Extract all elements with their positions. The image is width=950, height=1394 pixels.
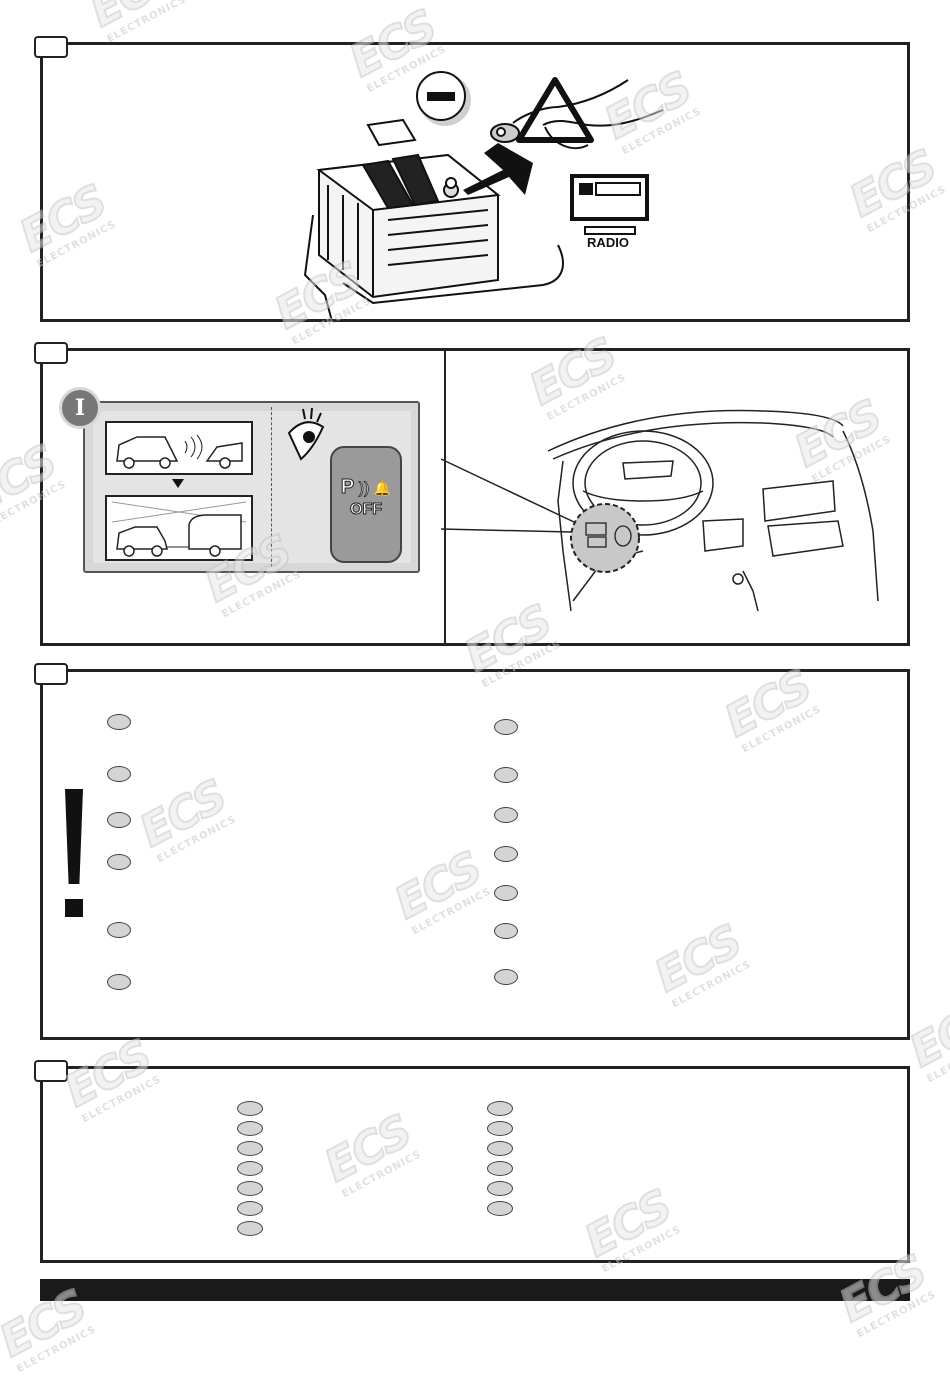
list-bullet [237, 1141, 263, 1156]
car-beeping-icon [116, 434, 243, 469]
info-badge-label: I [74, 395, 86, 421]
parking-off-label: OFF [350, 501, 383, 519]
list-bullet [237, 1161, 263, 1176]
battery-icon [303, 118, 564, 319]
list-bullet [107, 812, 131, 828]
dashboard-illustration [440, 409, 879, 612]
list-bullet [237, 1221, 263, 1236]
panel-warnings [40, 669, 910, 1040]
list-bullet [494, 767, 518, 783]
car-sensor-box [105, 421, 253, 475]
list-bullet [494, 807, 518, 823]
list-bullet [487, 1121, 513, 1136]
list-bullet [487, 1161, 513, 1176]
eye-icon [287, 407, 325, 461]
list-bullet [494, 885, 518, 901]
bell-icon: 🔔 [373, 480, 392, 497]
list-bullet [107, 974, 131, 990]
highlight-circle [570, 503, 640, 573]
info-badge: I [59, 387, 101, 429]
car-trailer-icon [111, 501, 247, 557]
parking-off-button: P )) 🔔 OFF [330, 446, 402, 563]
list-bullet [487, 1141, 513, 1156]
parking-p-label: P [340, 476, 355, 499]
list-bullet [487, 1101, 513, 1116]
list-bullet [494, 923, 518, 939]
step-tab-4 [34, 1060, 68, 1082]
list-bullet [107, 714, 131, 730]
list-bullet [487, 1181, 513, 1196]
footer-bar [40, 1279, 910, 1301]
panel-divider [444, 351, 446, 643]
list-bullet [107, 766, 131, 782]
sound-wave-icon: )) [358, 480, 370, 498]
list-bullet [237, 1181, 263, 1196]
panel-list [40, 1066, 910, 1263]
radio-label: RADIO [587, 235, 629, 250]
list-bullet [107, 854, 131, 870]
hand-wrench-icon [490, 79, 664, 150]
down-arrow-icon [172, 479, 184, 488]
list-bullet [237, 1101, 263, 1116]
minus-terminal-icon [416, 71, 471, 126]
list-bullet [237, 1201, 263, 1216]
list-bullet [107, 922, 131, 938]
step-tab-3 [34, 663, 68, 685]
step-tab-2 [34, 342, 68, 364]
battery-illustration: RADIO [303, 71, 664, 319]
warning-triangle-icon [516, 77, 594, 143]
info-box: P )) 🔔 OFF [83, 401, 420, 573]
arrow-icon [463, 143, 533, 195]
car-trailer-box [105, 495, 253, 561]
exclamation-icon [63, 789, 85, 919]
radio-icon: RADIO [570, 174, 649, 250]
list-bullet [487, 1201, 513, 1216]
dashed-divider [271, 407, 272, 567]
list-bullet [237, 1121, 263, 1136]
panel-parking-sensor: P )) 🔔 OFF I [40, 348, 910, 646]
list-bullet [494, 846, 518, 862]
panel-battery-disconnect: RADIO [40, 42, 910, 322]
list-bullet [494, 719, 518, 735]
list-bullet [494, 969, 518, 985]
step-tab-1 [34, 36, 68, 58]
